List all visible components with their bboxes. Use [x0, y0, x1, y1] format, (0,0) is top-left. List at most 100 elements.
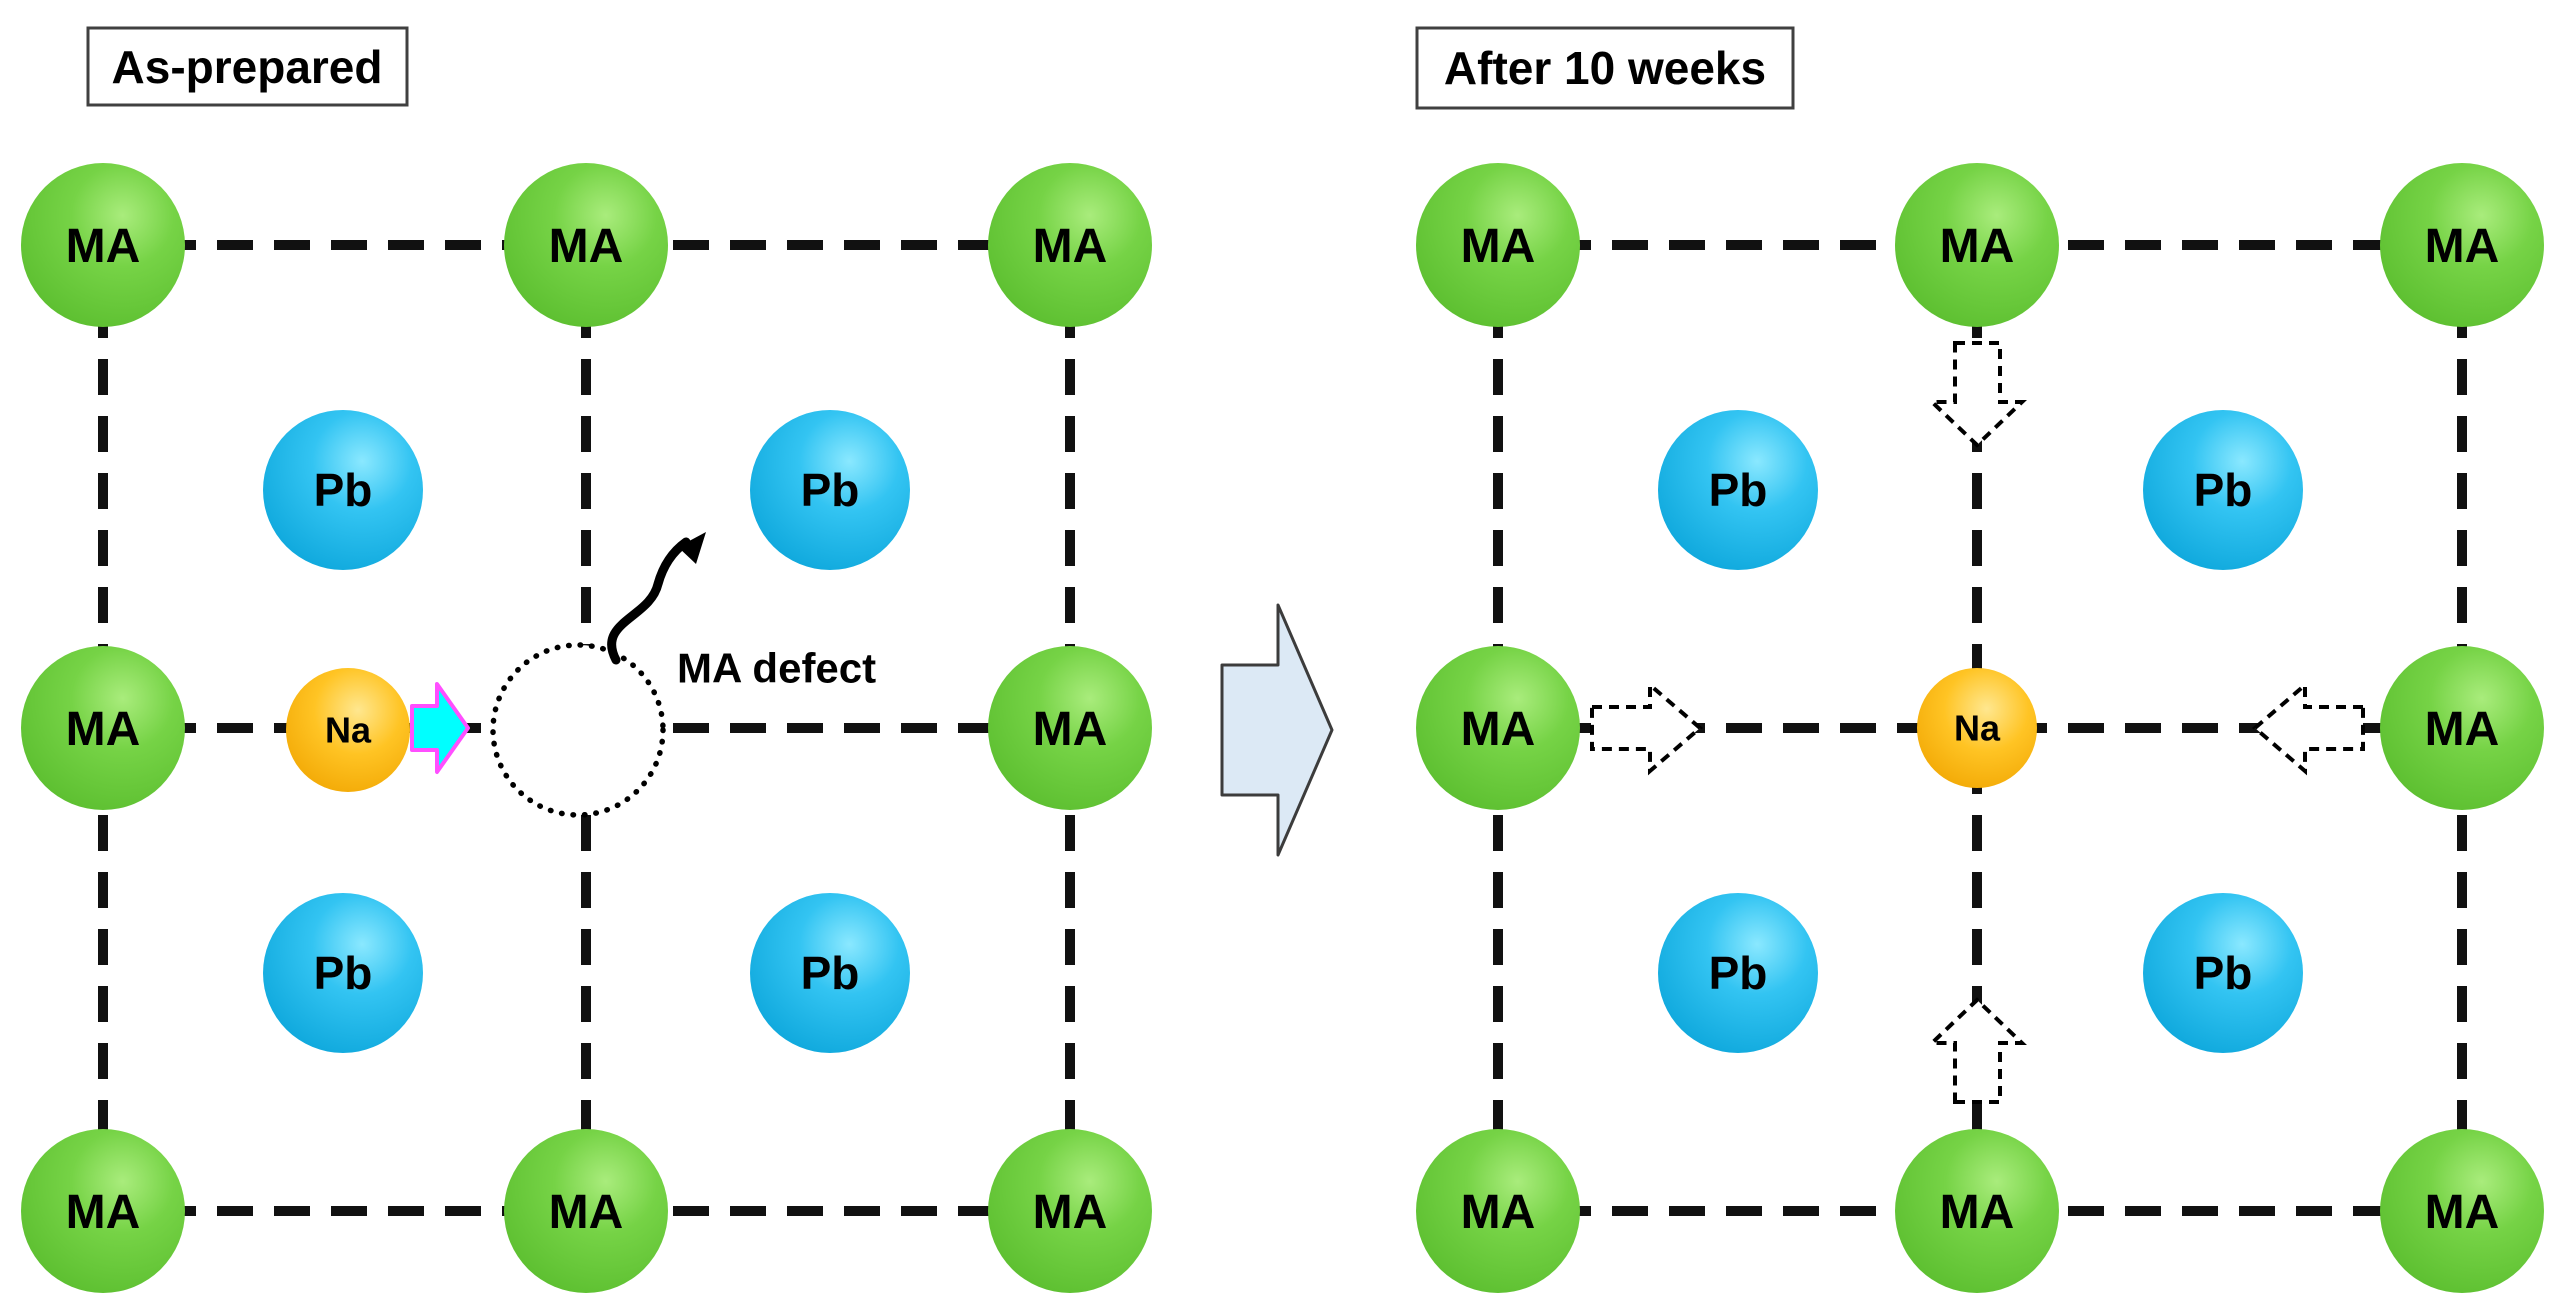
ma-atom: MA — [2380, 1129, 2544, 1293]
na-atom: Na — [1917, 668, 2037, 788]
ma-atom: MA — [988, 163, 1152, 327]
inward-arrow-down — [1927, 341, 2027, 448]
na-atom-circle — [1917, 668, 2037, 788]
right-ma-atoms: MA MA MA MA MA MA — [1416, 163, 2544, 1293]
pb-atom-circle — [263, 893, 423, 1053]
pb-atom: Pb — [1658, 893, 1818, 1053]
pb-atom-label: Pb — [1709, 464, 1768, 516]
ma-atom-circle — [2380, 1129, 2544, 1293]
ma-atom-label: MA — [2425, 1186, 2500, 1239]
ma-atom-label: MA — [549, 1186, 624, 1239]
ma-atom-label: MA — [2425, 703, 2500, 756]
ma-atom-label: MA — [2425, 220, 2500, 273]
na-atom-label: Na — [1954, 708, 2001, 749]
pb-atom-circle — [750, 410, 910, 570]
ma-atom: MA — [21, 646, 185, 810]
inward-arrow-left — [2251, 680, 2365, 776]
ma-atom-label: MA — [549, 220, 624, 273]
ma-atom-label: MA — [66, 703, 141, 756]
panel-title: As-prepared — [112, 41, 383, 93]
transition-arrow — [1220, 603, 1334, 857]
right-panel-title: After 10 weeks — [1415, 26, 1795, 110]
pb-atom-circle — [263, 410, 423, 570]
pb-atom-circle — [2143, 893, 2303, 1053]
pb-atom-circle — [2143, 410, 2303, 570]
ma-atom-circle — [21, 1129, 185, 1293]
ma-atom: MA — [988, 1129, 1152, 1293]
ma-atom-circle — [504, 1129, 668, 1293]
pb-atom: Pb — [263, 893, 423, 1053]
ma-atom-label: MA — [66, 1186, 141, 1239]
ma-atom: MA — [988, 646, 1152, 810]
pb-atom-label: Pb — [801, 947, 860, 999]
panel-title-box — [86, 26, 409, 107]
ma-defect-label: MA defect — [677, 645, 876, 692]
ma-atom: MA — [2380, 163, 2544, 327]
ma-atom-label: MA — [1033, 703, 1108, 756]
pb-atom: Pb — [263, 410, 423, 570]
ma-atom: MA — [504, 1129, 668, 1293]
pb-atom-label: Pb — [314, 947, 373, 999]
ma-atom-label: MA — [1461, 703, 1536, 756]
ma-atom-label: MA — [1033, 1186, 1108, 1239]
ma-vacancy-circle — [490, 642, 666, 818]
inward-arrow-right — [1590, 680, 1704, 776]
ma-atom: MA — [1895, 163, 2059, 327]
lattice-contraction-arrows — [1590, 341, 2365, 1104]
ma-atom-label: MA — [1461, 1186, 1536, 1239]
ma-atom-circle — [988, 163, 1152, 327]
pb-atom-label: Pb — [2194, 464, 2253, 516]
ma-atom-circle — [1416, 646, 1580, 810]
ma-atom-circle — [2380, 646, 2544, 810]
ma-atom-label: MA — [1940, 220, 2015, 273]
left-pb-atoms: Pb Pb Pb Pb — [263, 410, 910, 1053]
ma-atom-circle — [1416, 1129, 1580, 1293]
na-atom-label: Na — [325, 710, 372, 751]
ma-atom: MA — [1895, 1129, 2059, 1293]
pb-atom: Pb — [750, 893, 910, 1053]
ma-escape-arrowhead — [678, 532, 706, 564]
panel-title: After 10 weeks — [1444, 42, 1766, 94]
ma-atom-circle — [1895, 1129, 2059, 1293]
ma-escape-arrow-shaft — [607, 537, 691, 665]
inward-arrow-up — [1927, 997, 2027, 1104]
pb-atom: Pb — [2143, 893, 2303, 1053]
left-ma-atoms: MA MA MA MA MA MA — [21, 163, 1152, 1293]
left-panel: MA defect Pb Pb Pb Pb MA — [21, 26, 1152, 1293]
ma-atom-circle — [1895, 163, 2059, 327]
na-atom: Na — [286, 668, 410, 792]
ma-atom-circle — [1416, 163, 1580, 327]
left-panel-title: As-prepared — [86, 26, 409, 107]
ma-atom-label: MA — [66, 220, 141, 273]
pb-atom-label: Pb — [2194, 947, 2253, 999]
pb-atom: Pb — [1658, 410, 1818, 570]
ma-atom-label: MA — [1940, 1186, 2015, 1239]
pb-atom-circle — [1658, 893, 1818, 1053]
ma-atom-circle — [2380, 163, 2544, 327]
right-pb-atoms: Pb Pb Pb Pb — [1658, 410, 2303, 1053]
ma-atom-label: MA — [1461, 220, 1536, 273]
ma-atom: MA — [1416, 163, 1580, 327]
ma-atom: MA — [21, 163, 185, 327]
na-atom-circle — [286, 668, 410, 792]
ma-atom-circle — [988, 1129, 1152, 1293]
pb-atom-circle — [1658, 410, 1818, 570]
ma-atom-circle — [21, 163, 185, 327]
pb-atom-label: Pb — [1709, 947, 1768, 999]
pb-atom: Pb — [750, 410, 910, 570]
pb-atom-circle — [750, 893, 910, 1053]
ma-atom-circle — [21, 646, 185, 810]
right-panel: Pb Pb Pb Pb MA MA — [1415, 26, 2544, 1293]
ma-atom-circle — [988, 646, 1152, 810]
ma-atom: MA — [1416, 1129, 1580, 1293]
pb-atom-label: Pb — [801, 464, 860, 516]
na-insertion-arrow — [410, 682, 470, 774]
pb-atom: Pb — [2143, 410, 2303, 570]
ma-atom: MA — [2380, 646, 2544, 810]
ma-escape-arrow — [607, 532, 706, 665]
ma-atom-label: MA — [1033, 220, 1108, 273]
panel-title-box — [1415, 26, 1795, 110]
ma-atom: MA — [504, 163, 668, 327]
